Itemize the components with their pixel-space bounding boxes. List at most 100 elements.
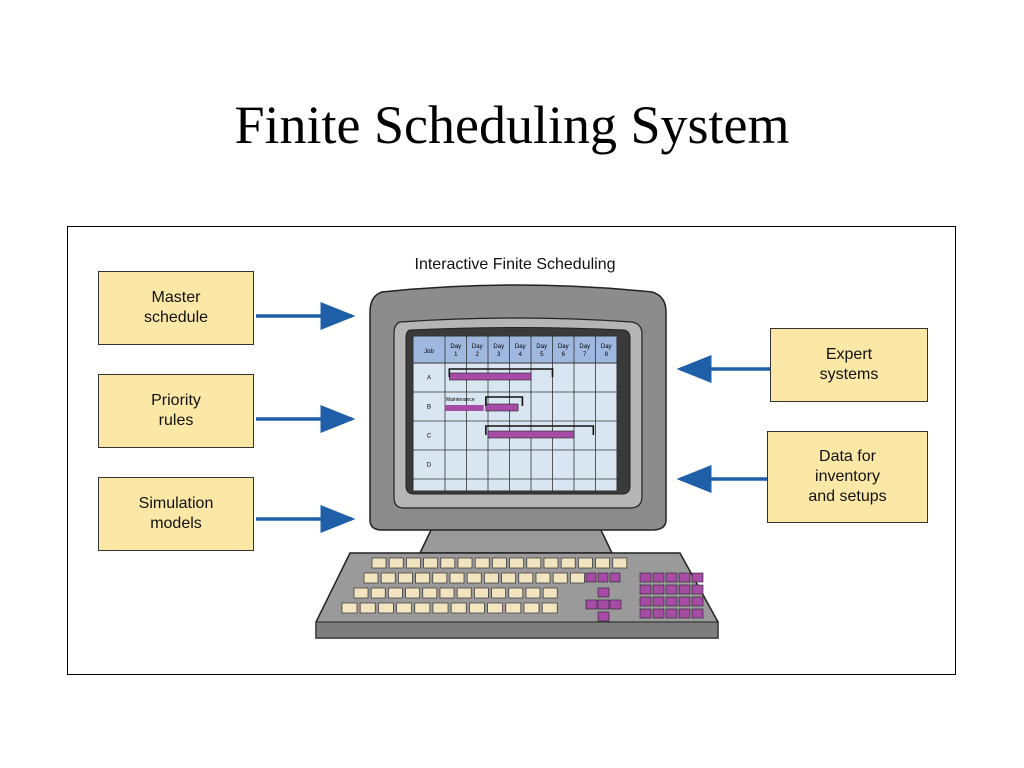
gantt-day-number: 6 — [562, 352, 566, 358]
arrow-key — [597, 599, 610, 610]
keypad-key — [665, 608, 678, 619]
keyboard-key — [523, 602, 540, 614]
keyboard-key — [487, 602, 503, 614]
keyboard-key — [388, 587, 403, 599]
gantt-day-number: 5 — [540, 352, 544, 358]
slide-title: Finite Scheduling System — [234, 95, 790, 155]
expert-systems-box: Expert systems — [770, 328, 928, 402]
keyboard-key — [595, 557, 610, 569]
keyboard-key — [415, 572, 430, 584]
keyboard-key — [505, 602, 522, 614]
keyboard-key — [388, 557, 404, 569]
keyboard-front — [315, 621, 719, 639]
keypad-key — [639, 596, 652, 607]
gantt-day-number: 7 — [583, 352, 587, 358]
keyboard-key — [552, 572, 568, 584]
keypad-key — [691, 608, 704, 619]
keypad-key — [691, 584, 704, 595]
keyboard-key — [518, 572, 534, 584]
gantt-bracket-job-a — [448, 368, 554, 377]
priority-rules-box: Priority rules — [98, 374, 254, 448]
keyboard-key — [501, 572, 516, 584]
nav-key — [597, 572, 609, 583]
gantt-day-number: 3 — [497, 352, 501, 358]
gantt-job-label: C — [427, 434, 432, 440]
keyboard-key — [378, 602, 394, 614]
keypad-key — [678, 608, 691, 619]
arrow-key — [585, 599, 598, 610]
keyboard-key — [414, 602, 431, 614]
gantt-chart: JobDay1Day2Day3Day4Day5Day6Day7Day8ABCDM… — [412, 335, 618, 492]
gantt-day-label: Day — [558, 344, 569, 350]
gantt-day-number: 1 — [454, 352, 458, 358]
simulation-models-box: Simulation models — [98, 477, 254, 551]
keyboard-key — [525, 587, 541, 599]
keyboard-key — [456, 587, 472, 599]
keypad-key — [665, 596, 678, 607]
keyboard-key — [526, 557, 542, 569]
gantt-day-number: 4 — [519, 352, 523, 358]
gantt-day-label: Day — [450, 344, 461, 350]
keyboard-key — [370, 587, 386, 599]
keypad-key — [639, 572, 652, 583]
keypad-key — [639, 608, 652, 619]
keypad-key — [665, 572, 678, 583]
keypad-key — [691, 572, 704, 583]
gantt-corner-label: Job — [424, 349, 434, 355]
keyboard-key — [508, 587, 524, 599]
keyboard-key — [541, 602, 558, 614]
keyboard-key — [449, 572, 465, 584]
gantt-maintenance-bar — [445, 405, 484, 411]
figure-frame — [67, 226, 956, 675]
keyboard-key — [509, 557, 524, 569]
keyboard-key — [396, 602, 412, 614]
keypad-key — [678, 596, 691, 607]
keyboard-key — [380, 572, 396, 584]
arrow-key — [609, 599, 622, 610]
arrow-key — [597, 611, 610, 622]
keyboard-key — [474, 587, 489, 599]
keyboard-key — [612, 557, 628, 569]
gantt-job-label: D — [427, 463, 432, 469]
keyboard-key — [341, 602, 358, 614]
keyboard-key — [535, 572, 551, 584]
keyboard-key — [491, 587, 506, 599]
keyboard-key — [359, 602, 376, 614]
gantt-day-label: Day — [536, 344, 547, 350]
keyboard-key — [432, 602, 449, 614]
keypad-key — [652, 572, 665, 583]
keyboard-key — [469, 602, 485, 614]
nav-key — [585, 572, 597, 583]
keypad-key — [678, 572, 691, 583]
figure-caption: Interactive Finite Scheduling — [414, 256, 616, 273]
keyboard-key — [570, 572, 585, 584]
gantt-bar-job-b — [485, 403, 519, 412]
keypad-key — [691, 596, 704, 607]
keyboard-key — [432, 572, 448, 584]
nav-key — [609, 572, 621, 583]
gantt-bracket-job-b — [485, 396, 524, 406]
keypad-key — [652, 584, 665, 595]
keyboard-key — [423, 557, 438, 569]
gantt-job-label: A — [427, 376, 431, 382]
data-inventory-setups-box: Data for inventory and setups — [767, 431, 928, 523]
keyboard-key — [405, 587, 420, 599]
keyboard-key — [492, 557, 507, 569]
gantt-job-label: B — [427, 405, 431, 411]
keyboard-key — [542, 587, 558, 599]
keypad-key — [652, 608, 665, 619]
keyboard-key — [440, 557, 456, 569]
keypad-key — [678, 584, 691, 595]
keyboard-key — [484, 572, 499, 584]
gantt-day-label: Day — [601, 344, 612, 350]
gantt-day-label: Day — [515, 344, 526, 350]
gantt-bracket-job-c — [485, 425, 595, 435]
keyboard-key — [353, 587, 369, 599]
keyboard-key — [406, 557, 421, 569]
keyboard-key — [371, 557, 387, 569]
master-schedule-box: Master schedule — [98, 271, 254, 345]
keyboard-key — [457, 557, 473, 569]
keypad-key — [639, 584, 652, 595]
keyboard-key — [578, 557, 593, 569]
